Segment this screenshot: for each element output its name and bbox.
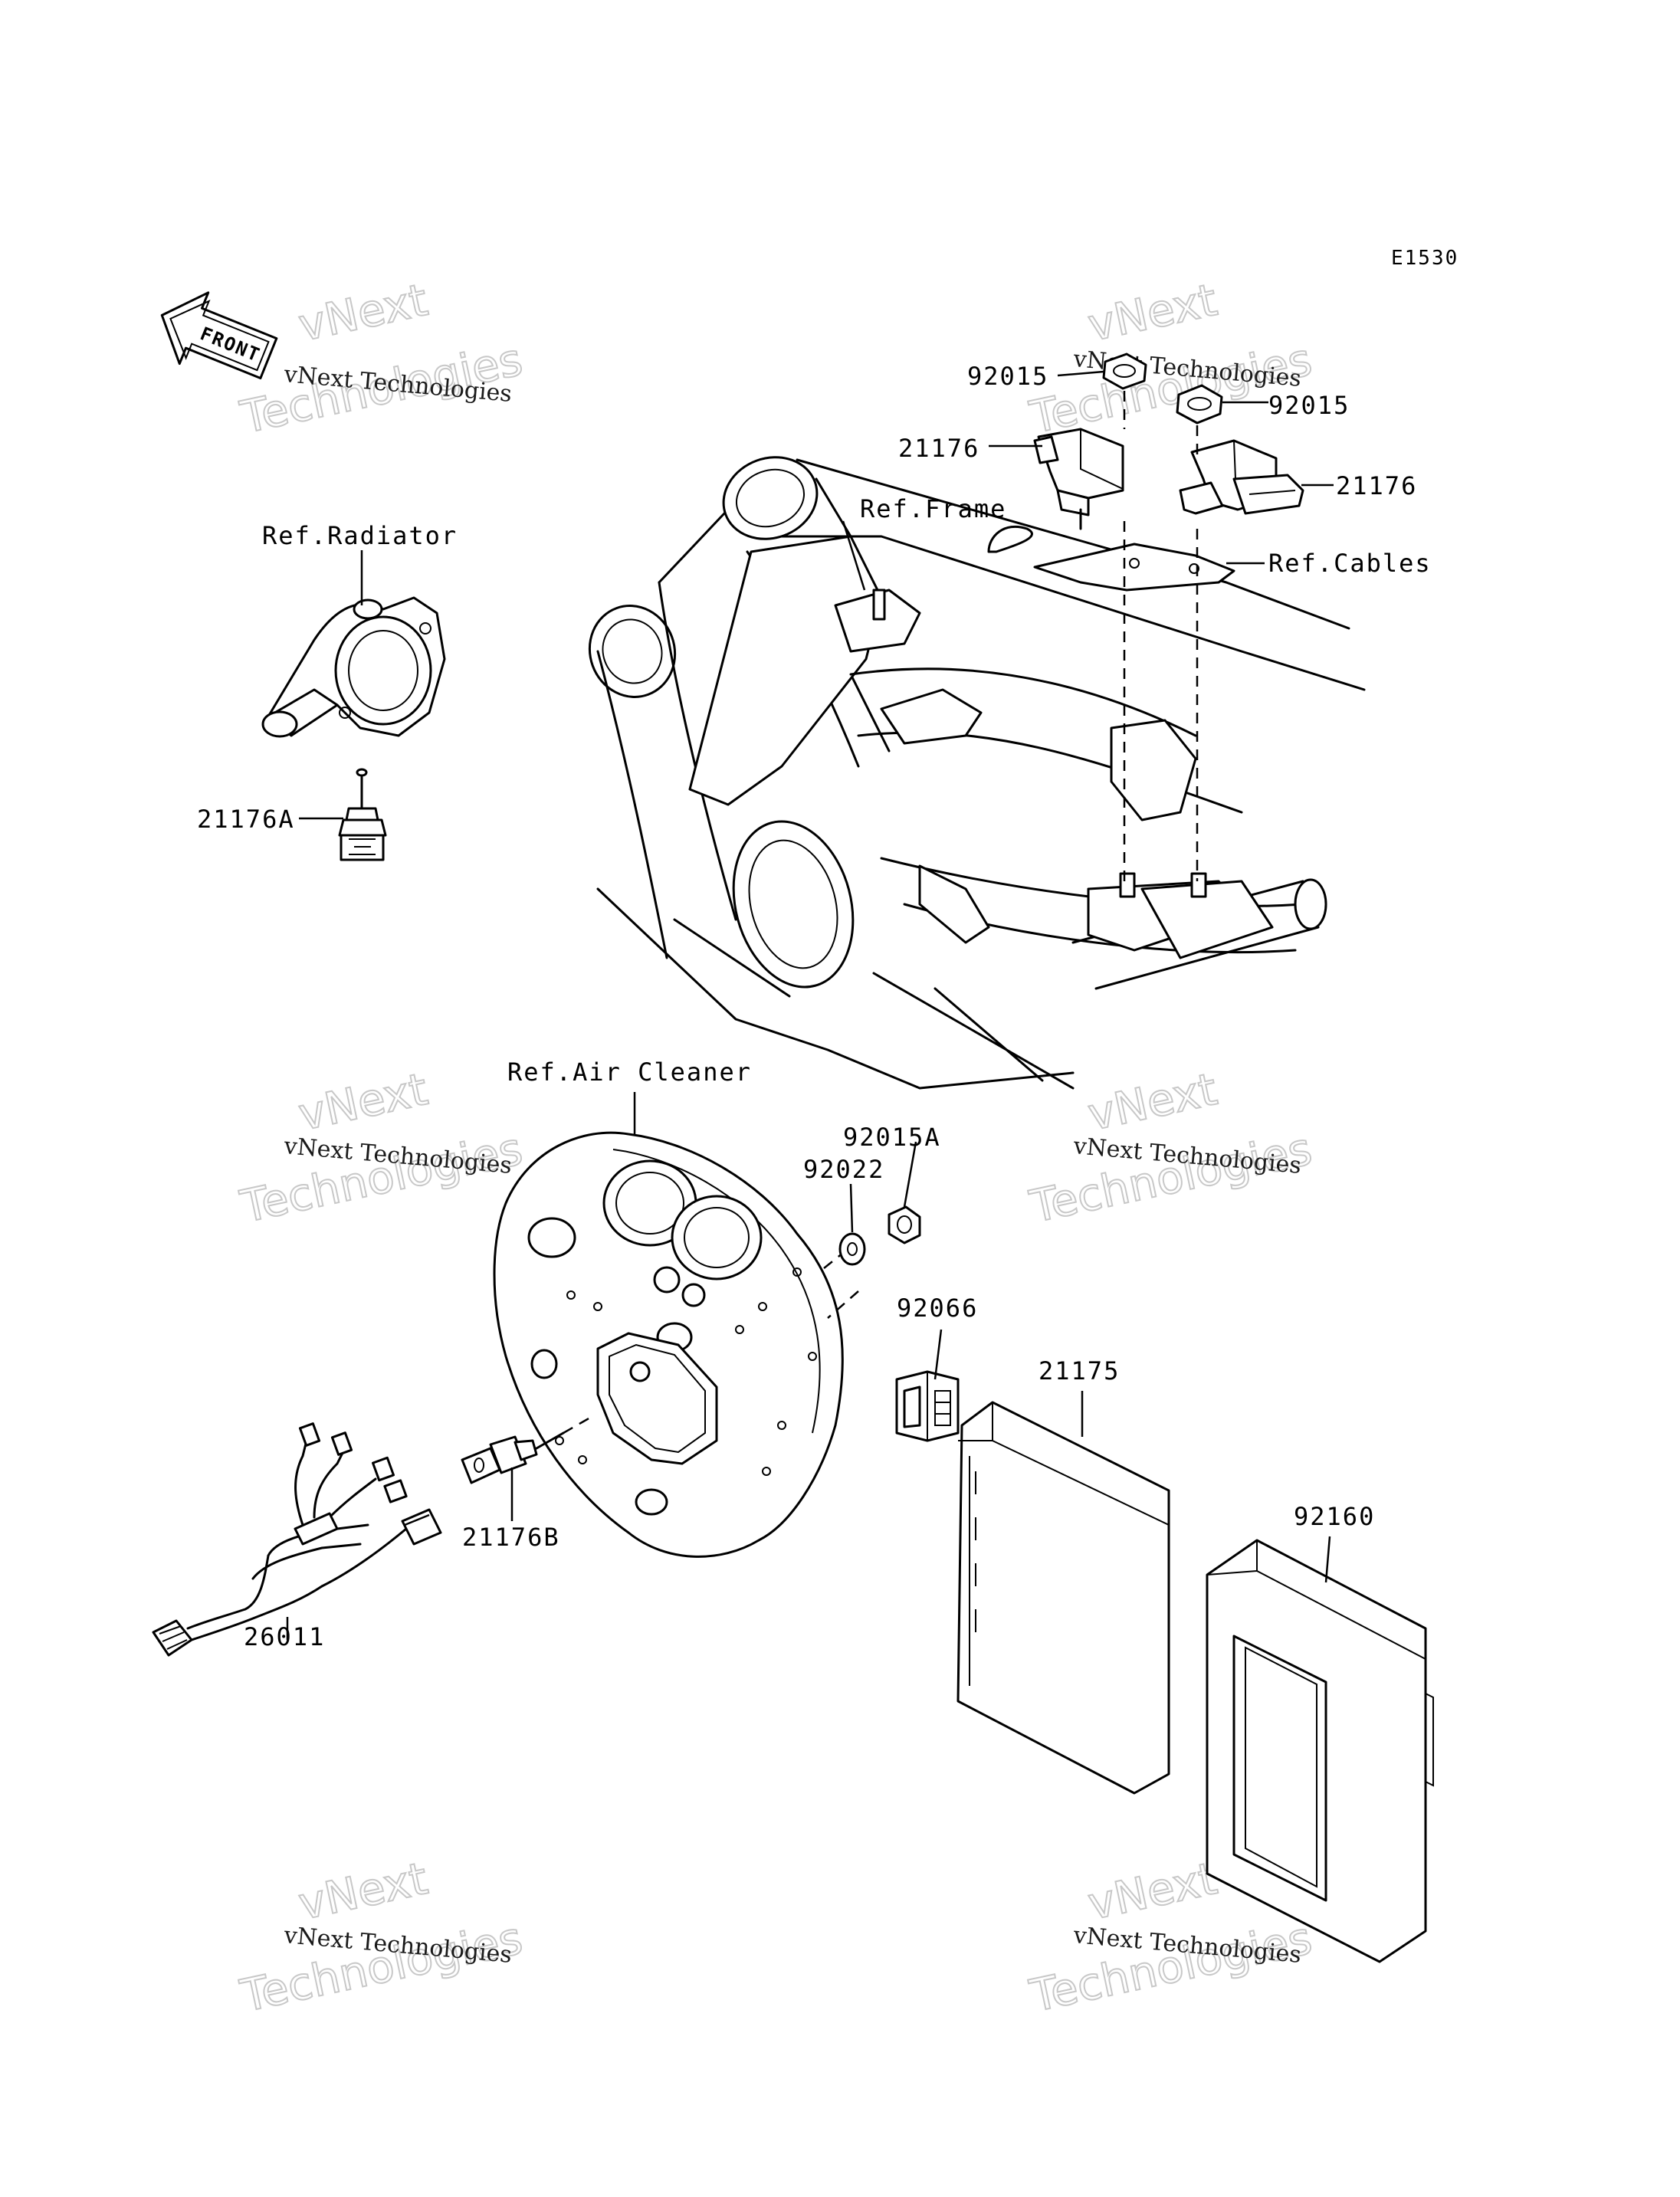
nut-92015a <box>888 1205 921 1244</box>
label-92022: 92022 <box>803 1155 884 1184</box>
watermark-top-left: vNext Technologies vNext Technologies <box>235 273 528 444</box>
sensor-21176b <box>461 1431 565 1484</box>
watermark-mid-left: vNext Technologies vNext Technologies <box>235 1062 528 1234</box>
sensor-b-mount-line <box>563 1416 591 1435</box>
svg-text:Technologies: Technologies <box>236 1912 527 2022</box>
svg-text:vNext: vNext <box>1084 274 1222 352</box>
wiring-harness-26011 <box>152 1422 442 1657</box>
nut-92015-right <box>1176 384 1223 425</box>
sensor-21176a <box>338 768 387 861</box>
front-arrow-icon: FRONT <box>160 291 278 380</box>
svg-text:vNext: vNext <box>294 274 432 352</box>
cover-92160 <box>1206 1539 1434 1963</box>
label-ref-air-cleaner: Ref.Air Cleaner <box>507 1058 752 1087</box>
svg-text:Technologies: Technologies <box>1025 1123 1317 1233</box>
label-21176-right: 21176 <box>1336 471 1417 500</box>
diagram-code: E1530 <box>1391 247 1459 270</box>
air-cleaner-drawing <box>493 1131 844 1558</box>
label-ref-radiator: Ref.Radiator <box>262 521 458 550</box>
cable-loop <box>987 525 1033 553</box>
svg-text:vNext: vNext <box>1084 1852 1222 1930</box>
watermark-mid-right: vNext Technologies vNext Technologies <box>1025 1062 1317 1234</box>
ecu-21175 <box>956 1401 1170 1795</box>
leader-lines <box>286 370 1334 1640</box>
label-92015-right: 92015 <box>1268 391 1350 420</box>
label-ref-cables: Ref.Cables <box>1268 549 1432 578</box>
washer-92022 <box>838 1232 866 1266</box>
label-26011: 26011 <box>244 1622 325 1651</box>
label-92160: 92160 <box>1294 1502 1375 1531</box>
label-92015-left: 92015 <box>967 362 1048 391</box>
watermark-bottom-left: vNext Technologies vNext Technologies <box>235 1851 528 2023</box>
sensor-21176-left <box>1033 428 1124 530</box>
label-92015a: 92015A <box>843 1123 941 1152</box>
connector-92066 <box>895 1370 960 1442</box>
nut-92015-left <box>1102 353 1147 390</box>
label-92066: 92066 <box>897 1294 978 1323</box>
frame-drawing <box>588 456 1366 1090</box>
label-21176a: 21176A <box>197 805 295 834</box>
radiator-thermostat-housing <box>261 596 446 738</box>
label-21175: 21175 <box>1039 1356 1120 1385</box>
label-ref-frame: Ref.Frame <box>860 494 1006 523</box>
label-21176b: 21176B <box>462 1523 560 1552</box>
svg-text:Technologies: Technologies <box>236 1123 527 1233</box>
svg-text:vNext: vNext <box>294 1852 432 1930</box>
sensor-21176-right <box>1179 439 1304 515</box>
svg-text:vNext: vNext <box>1084 1063 1222 1141</box>
label-21176-left: 21176 <box>898 434 979 463</box>
svg-text:vNext: vNext <box>294 1063 432 1141</box>
svg-text:Technologies: Technologies <box>1025 1912 1317 2022</box>
